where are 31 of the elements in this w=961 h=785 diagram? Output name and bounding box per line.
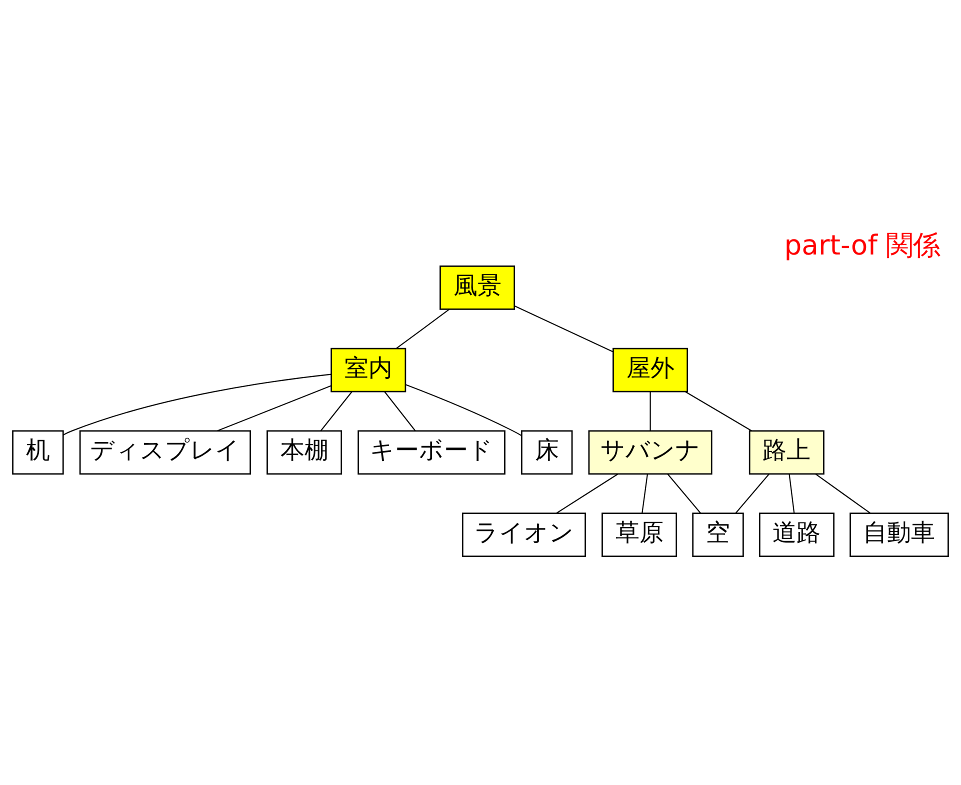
connector [650,392,651,431]
node-box: 屋外 [612,348,688,392]
node-box: 机 [12,430,64,475]
node-box: ライオン [462,512,586,558]
connector [667,474,702,514]
connector [514,305,614,352]
node-box: 風景 [440,266,516,310]
connector [63,374,332,436]
node-box: 本棚 [266,430,342,475]
node-box: キーボード [358,430,506,475]
connector [815,474,871,514]
connector [384,391,416,432]
connector [788,474,795,514]
node-box: サバンナ [588,430,712,475]
connector [685,391,752,432]
connector [642,474,648,514]
connector [405,384,522,436]
node-box: 自動車 [850,512,949,558]
connector [556,474,618,514]
node-box: 道路 [758,512,834,558]
connector [217,385,332,432]
node-box: 草原 [602,512,678,558]
diagram-title: part-of 関係 [784,230,940,262]
node-box: 床 [521,430,573,475]
node-box: 空 [692,512,744,558]
node-box: 路上 [748,430,824,475]
connector [396,308,450,349]
node-box: ディスプレイ [79,430,251,475]
node-box: 室内 [330,348,406,392]
connector [320,391,352,432]
connector [735,474,770,514]
